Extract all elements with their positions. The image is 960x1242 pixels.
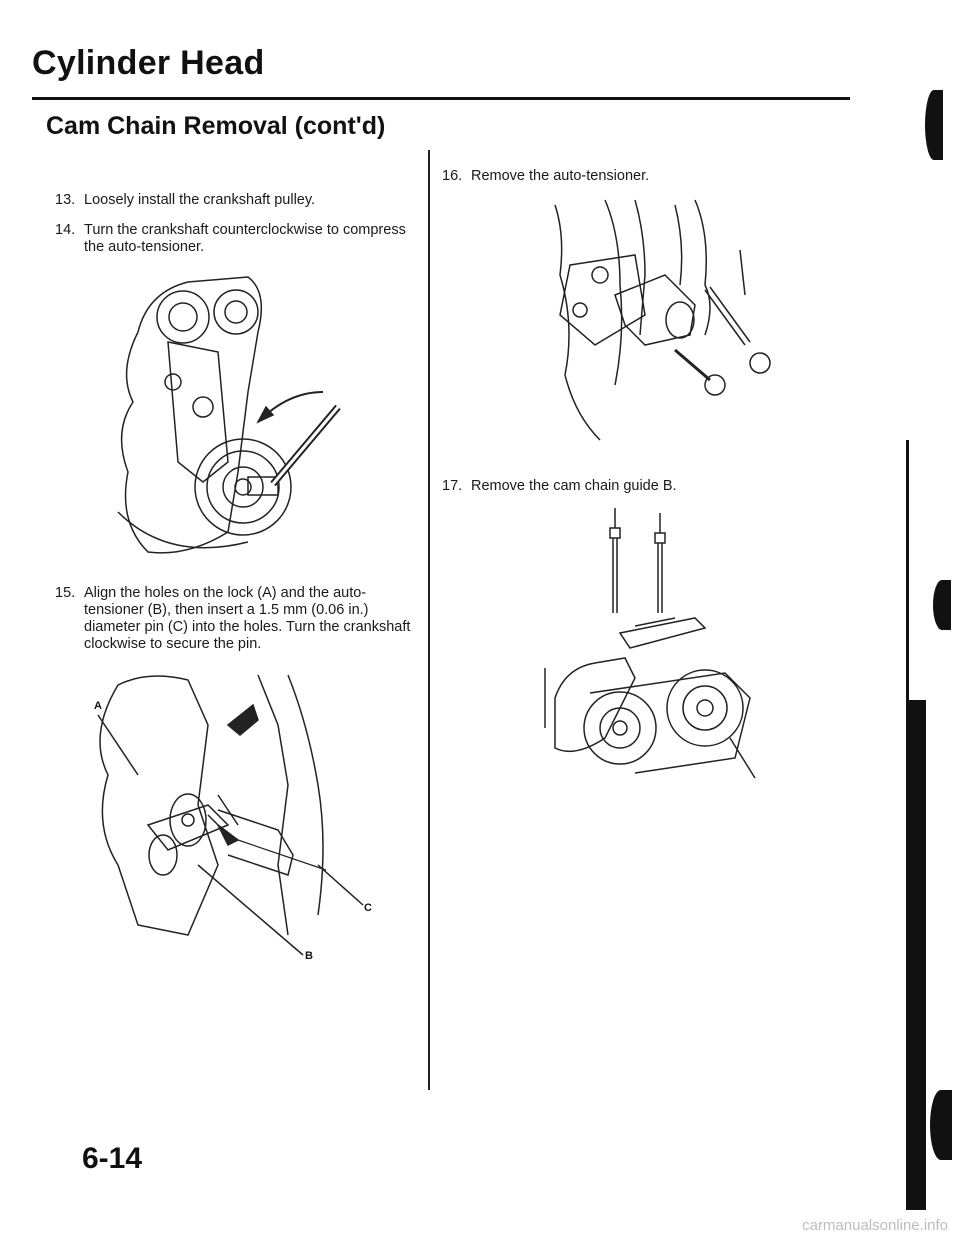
step-text-line-4: clockwise to secure the pin.	[84, 636, 262, 652]
page-edge-tab-mid	[933, 580, 951, 630]
step-text-line-2: tensioner (B), then insert a 1.5 mm (0.0…	[84, 602, 369, 618]
figure-crankshaft-pulley	[108, 272, 358, 567]
step-16: 16. Remove the auto-tensioner.	[442, 168, 742, 188]
title-rule	[32, 97, 850, 100]
step-15: 15. Align the holes on the lock (A) and …	[55, 585, 425, 657]
page-edge-tab	[908, 700, 926, 1210]
step-number: 14.	[55, 222, 76, 238]
step-number: 15.	[55, 585, 76, 601]
step-text: Remove the cam chain guide B.	[471, 478, 677, 494]
page-title: Cylinder Head	[32, 44, 265, 82]
watermark-text: carmanualsonline.info	[802, 1217, 948, 1234]
step-text-line-1: Turn the crankshaft counterclockwise to …	[84, 222, 406, 238]
page-edge-tab-top	[925, 90, 943, 160]
step-text-line-2: the auto-tensioner.	[84, 239, 205, 255]
step-number: 13.	[55, 192, 76, 208]
page-edge-tab-bottom	[930, 1090, 952, 1160]
step-text-line-3: diameter pin (C) into the holes. Turn th…	[84, 619, 411, 635]
callout-c: C	[364, 902, 372, 914]
step-text-line-1: Align the holes on the lock (A) and the …	[84, 585, 367, 601]
page-number: 6-14	[82, 1142, 143, 1175]
callout-b: B	[305, 950, 313, 962]
step-13: 13. Loosely install the crankshaft pulle…	[55, 192, 415, 212]
step-17: 17. Remove the cam chain guide B.	[442, 478, 742, 498]
figure-tensioner-pin	[78, 665, 378, 965]
page-edge-bar	[906, 440, 909, 1210]
column-divider	[428, 150, 430, 1090]
figure-cam-chain-guide	[535, 498, 775, 788]
step-number: 17.	[442, 478, 463, 494]
step-text: Loosely install the crankshaft pulley.	[84, 192, 316, 208]
section-title: Cam Chain Removal (cont'd)	[46, 112, 386, 140]
figure-auto-tensioner	[505, 195, 785, 445]
step-text: Remove the auto-tensioner.	[471, 168, 650, 184]
callout-a: A	[94, 700, 102, 712]
step-14: 14. Turn the crankshaft counterclockwise…	[55, 222, 425, 262]
step-number: 16.	[442, 168, 463, 184]
